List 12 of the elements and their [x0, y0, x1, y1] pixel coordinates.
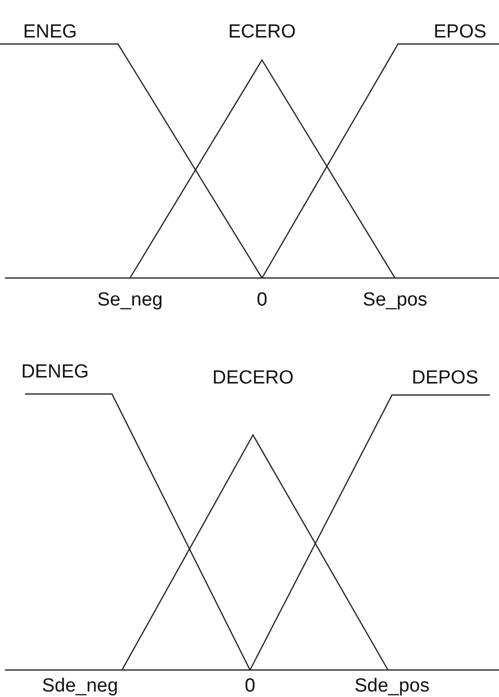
membership-label: ENEG: [23, 22, 77, 42]
membership-label: EPOS: [434, 22, 486, 42]
axis-label: 0: [256, 290, 268, 310]
axis-label: Se_neg: [97, 290, 163, 310]
axis-label: 0: [244, 676, 256, 696]
membership-label: DENEG: [21, 362, 89, 382]
axis-label: Sde_pos: [354, 676, 430, 696]
membership-label: ECERO: [228, 22, 296, 42]
membership-label: DEPOS: [412, 368, 478, 388]
axis-label: Se_pos: [362, 290, 428, 310]
axis-label: Sde_neg: [42, 676, 118, 696]
membership-label: DECERO: [212, 368, 294, 388]
